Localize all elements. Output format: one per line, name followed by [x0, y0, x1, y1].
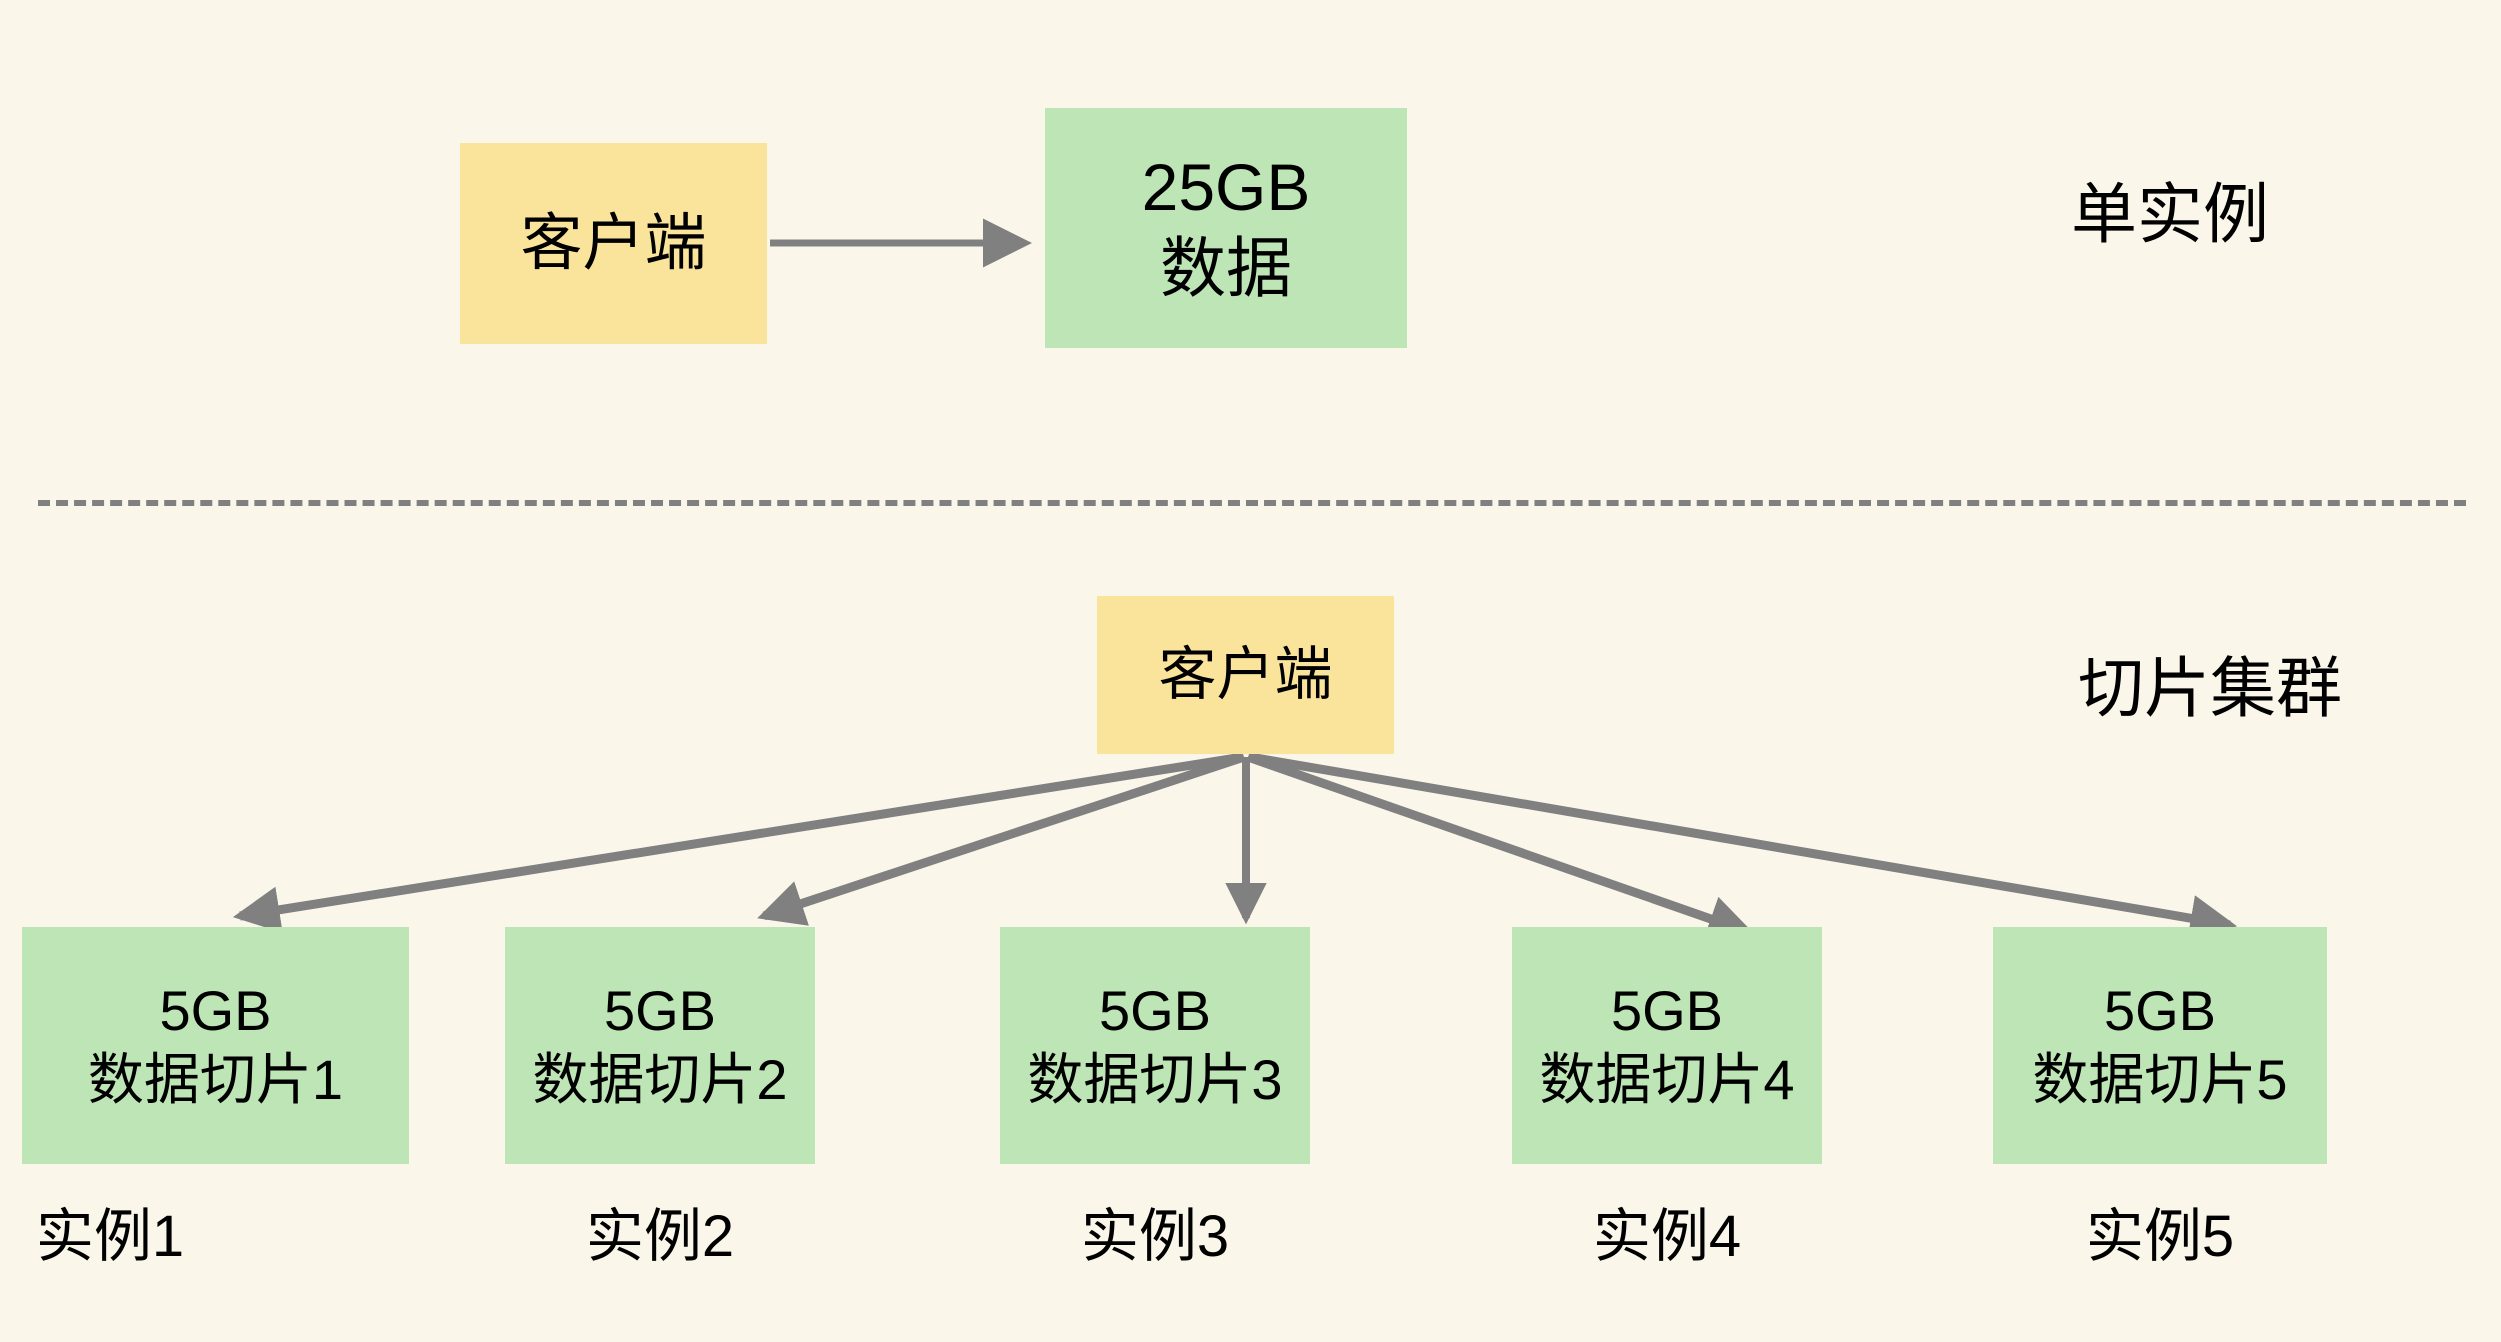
data-node-size-label: 25GB — [1141, 150, 1311, 225]
shard-node-3[interactable]: 5GB 数据切片3 — [1000, 927, 1310, 1164]
shard-size-label: 5GB — [159, 979, 272, 1043]
section-label-single-instance: 单实例 — [2071, 177, 2269, 251]
instance-label-3: 实例3 — [1080, 1204, 1230, 1269]
client-node-label: 客户端 — [520, 208, 707, 278]
shard-name-label: 数据切片5 — [2032, 1047, 2288, 1111]
arrow-client-to-shard-5 — [1249, 752, 2238, 942]
shard-size-label: 5GB — [1098, 979, 1212, 1043]
shard-name-label: 数据切片1 — [87, 1047, 344, 1111]
arrow-client-to-shard-4 — [1246, 752, 1755, 942]
client-node-single-instance[interactable]: 客户端 — [460, 143, 767, 344]
instance-label-5: 实例5 — [2085, 1204, 2235, 1269]
shard-size-label: 5GB — [1610, 979, 1724, 1043]
arrow-client-to-shard-1 — [232, 752, 1244, 933]
instance-label-1: 实例1 — [35, 1204, 185, 1269]
section-label-sharded-cluster: 切片集群 — [2078, 651, 2342, 725]
shard-name-label: 数据切片4 — [1539, 1047, 1795, 1111]
shard-node-1[interactable]: 5GB 数据切片1 — [22, 927, 409, 1164]
shard-size-label: 5GB — [2103, 979, 2217, 1043]
shard-node-2[interactable]: 5GB 数据切片2 — [505, 927, 815, 1164]
data-node-25gb[interactable]: 25GB 数据 — [1045, 108, 1407, 348]
arrow-client-to-shard-2 — [757, 752, 1246, 926]
shard-name-label: 数据切片2 — [532, 1047, 788, 1111]
client-node-sharded-cluster[interactable]: 客户端 — [1097, 596, 1394, 754]
client-node-label: 客户端 — [1158, 641, 1333, 707]
instance-label-4: 实例4 — [1592, 1204, 1742, 1269]
section-divider — [38, 500, 2466, 506]
shard-name-label: 数据切片3 — [1027, 1047, 1283, 1111]
shard-node-5[interactable]: 5GB 数据切片5 — [1993, 927, 2327, 1164]
shard-size-label: 5GB — [603, 979, 717, 1043]
data-node-name-label: 数据 — [1160, 231, 1292, 305]
instance-label-2: 实例2 — [585, 1204, 735, 1269]
shard-node-4[interactable]: 5GB 数据切片4 — [1512, 927, 1822, 1164]
